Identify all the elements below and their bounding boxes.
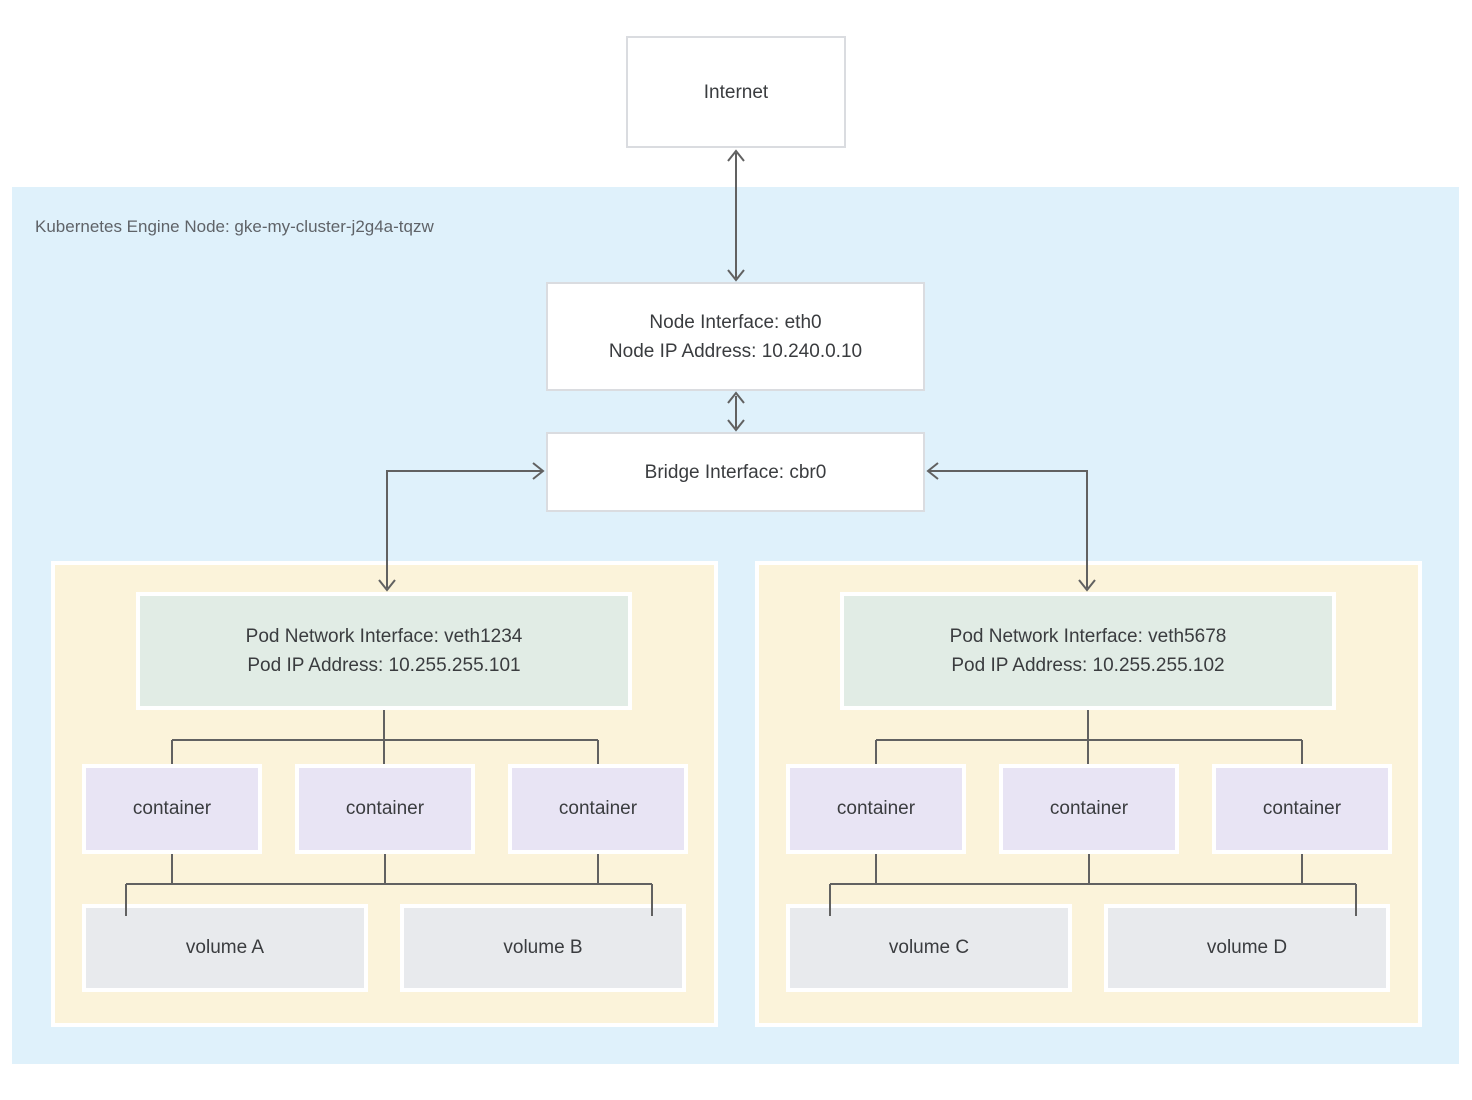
pod-1-container-2: container <box>295 764 475 854</box>
internet-box: Internet <box>626 36 846 148</box>
node-ip-address: Node IP Address: 10.240.0.10 <box>608 340 863 362</box>
internet-label: Internet <box>703 81 769 103</box>
pod-1-ip-address: Pod IP Address: 10.255.255.101 <box>247 655 521 676</box>
pod-2-container-1: container <box>786 764 966 854</box>
pod-1: Pod Network Interface: veth1234 Pod IP A… <box>51 561 718 1027</box>
pod-2-volume-c: volume C <box>786 904 1072 992</box>
pod-2-ip-address: Pod IP Address: 10.255.255.102 <box>951 655 1225 676</box>
pod-1-container-3: container <box>508 764 688 854</box>
pod-2-interface-name: Pod Network Interface: veth5678 <box>949 626 1227 647</box>
volume-label: volume B <box>503 937 583 958</box>
pod-2-volume-d: volume D <box>1104 904 1390 992</box>
pod-1-interface-box: Pod Network Interface: veth1234 Pod IP A… <box>136 592 632 710</box>
pod-1-interface-name: Pod Network Interface: veth1234 <box>245 626 523 647</box>
pod-1-volume-b: volume B <box>400 904 686 992</box>
container-label: container <box>132 798 212 819</box>
node-interface-box: Node Interface: eth0 Node IP Address: 10… <box>546 282 925 391</box>
bridge-interface-label: Bridge Interface: cbr0 <box>644 461 827 483</box>
container-label: container <box>1262 798 1342 819</box>
pod-1-container-1: container <box>82 764 262 854</box>
pod-2: Pod Network Interface: veth5678 Pod IP A… <box>755 561 1422 1027</box>
pod-2-container-3: container <box>1212 764 1392 854</box>
pod-2-container-2: container <box>999 764 1179 854</box>
pod-2-interface-box: Pod Network Interface: veth5678 Pod IP A… <box>840 592 1336 710</box>
volume-label: volume A <box>185 937 265 958</box>
container-label: container <box>1049 798 1129 819</box>
container-label: container <box>836 798 916 819</box>
bridge-interface-box: Bridge Interface: cbr0 <box>546 432 925 512</box>
volume-label: volume C <box>888 937 970 958</box>
pod-1-volume-a: volume A <box>82 904 368 992</box>
kubernetes-node-label: Kubernetes Engine Node: gke-my-cluster-j… <box>35 217 434 236</box>
volume-label: volume D <box>1206 937 1288 958</box>
node-interface-name: Node Interface: eth0 <box>649 311 822 333</box>
container-label: container <box>558 798 638 819</box>
container-label: container <box>345 798 425 819</box>
